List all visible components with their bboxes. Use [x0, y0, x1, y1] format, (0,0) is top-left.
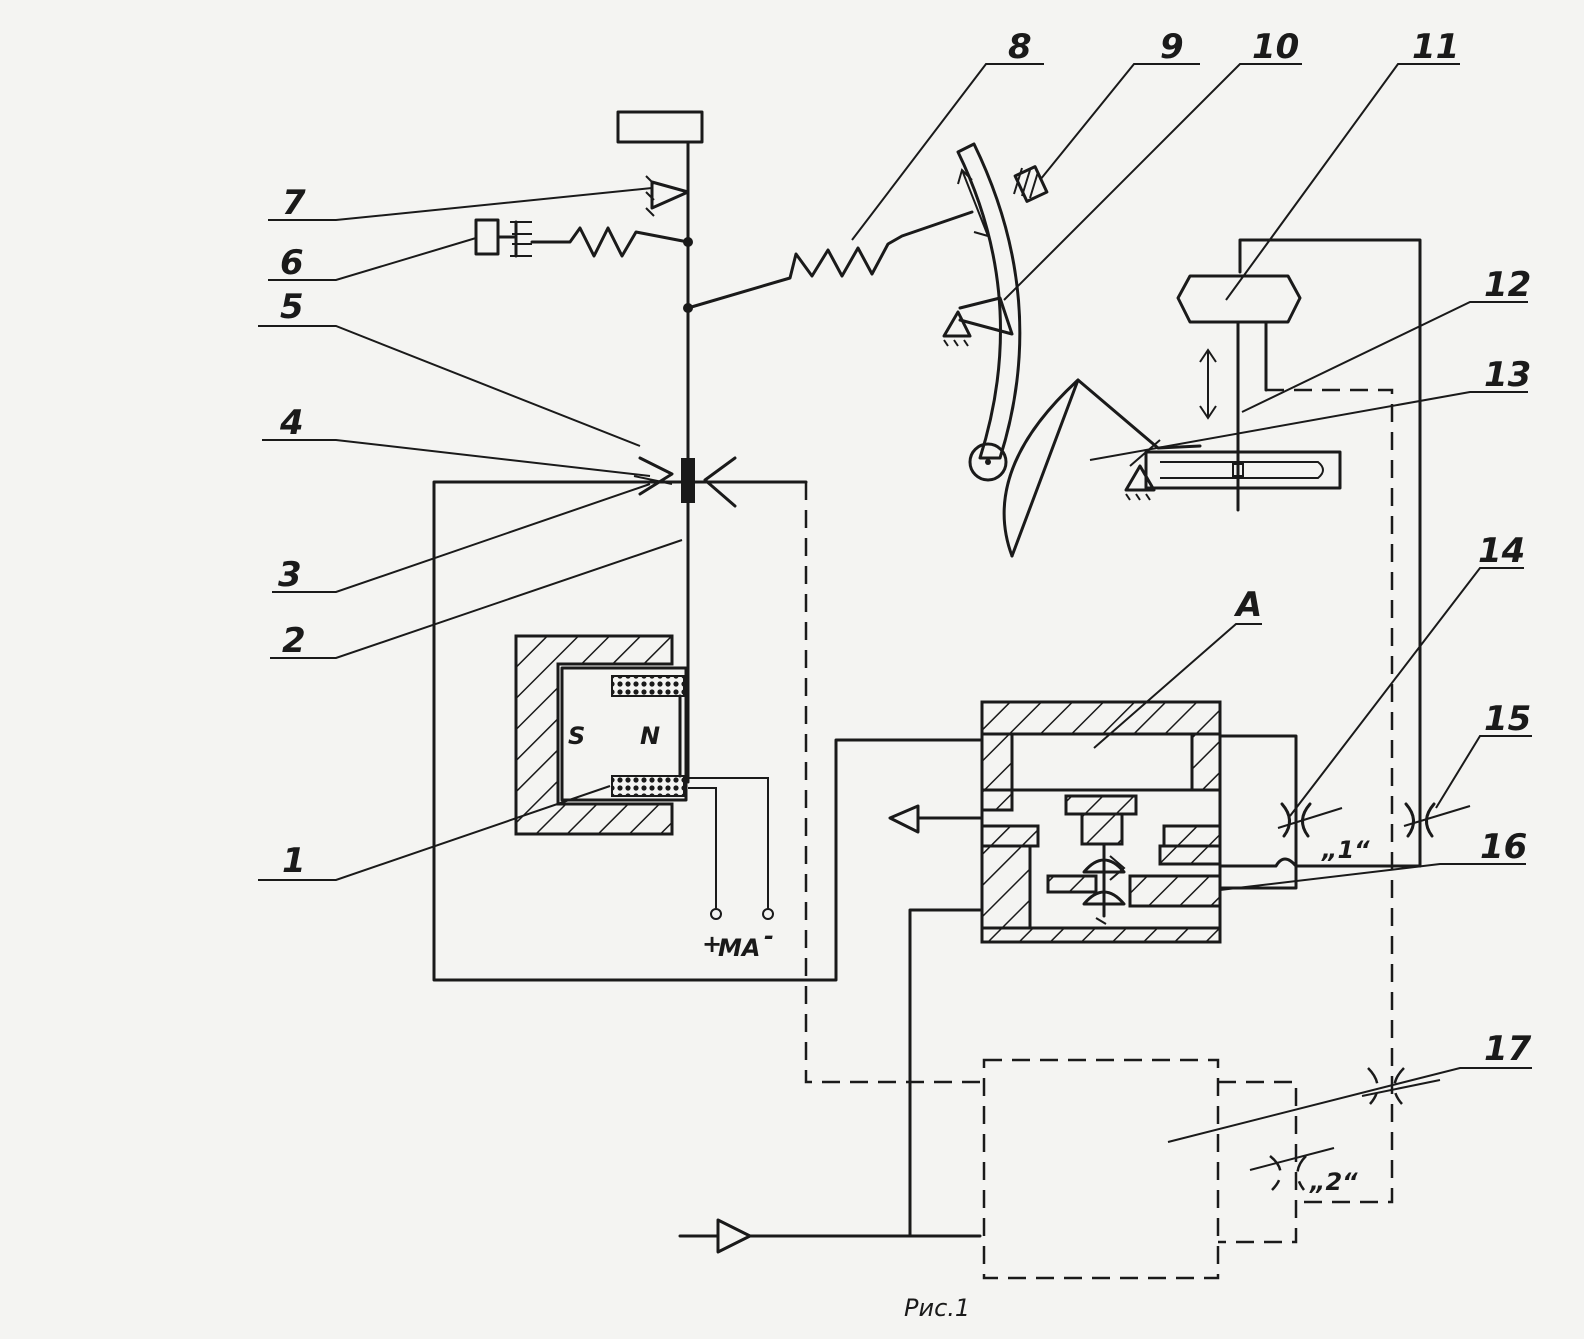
pivot-support-7: [645, 175, 690, 217]
label-5: 5: [280, 287, 304, 327]
spring-8: [686, 210, 974, 310]
throttle-15: [1403, 802, 1471, 838]
label-10: 10: [1252, 27, 1299, 67]
label-15: 15: [1484, 699, 1531, 739]
label-6: 6: [280, 243, 304, 283]
callout-numbers: 7 6 5 4 3 2 1 8 9 10 11 12 13 14 15 16 1…: [278, 27, 1532, 1196]
north-pole-label: N: [640, 722, 660, 750]
label-7: 7: [282, 183, 306, 223]
damper-6: [474, 218, 690, 258]
label-4: 4: [279, 403, 304, 443]
south-pole-label: S: [568, 722, 585, 750]
terminal-plus-label: +: [702, 930, 722, 958]
magnet-system: S N + MA -: [514, 634, 774, 962]
terminal-minus-label: -: [764, 922, 774, 950]
label-16: 16: [1480, 827, 1527, 867]
label-12: 12: [1484, 265, 1531, 305]
label-2: 2: [282, 621, 306, 661]
output-arrow: [888, 804, 982, 834]
measuring-lever: [616, 110, 704, 784]
throttle-14: [1277, 802, 1343, 838]
pneumatic-relay-A: [980, 700, 1222, 944]
label-1: 1: [282, 841, 306, 881]
feedback-mechanism: [942, 142, 1342, 558]
label-17: 17: [1484, 1029, 1532, 1069]
supply-arrow: [678, 1218, 752, 1254]
label-11: 11: [1412, 27, 1459, 67]
dashed-lines: [804, 388, 1394, 1280]
label-13: 13: [1484, 355, 1531, 395]
label-3: 3: [278, 555, 302, 595]
throttle-1-label: „1“: [1321, 836, 1370, 864]
label-8: 8: [1008, 27, 1032, 67]
throttle-17: [1249, 1067, 1441, 1191]
terminal-unit-label: MA: [718, 934, 760, 962]
figure-caption: Рис.1: [904, 1294, 970, 1322]
throttle-2-label: „2“: [1309, 1168, 1358, 1196]
label-14: 14: [1478, 531, 1525, 571]
leader-lines: [258, 63, 1532, 1143]
label-9: 9: [1160, 27, 1184, 67]
label-A: A: [1233, 585, 1262, 625]
